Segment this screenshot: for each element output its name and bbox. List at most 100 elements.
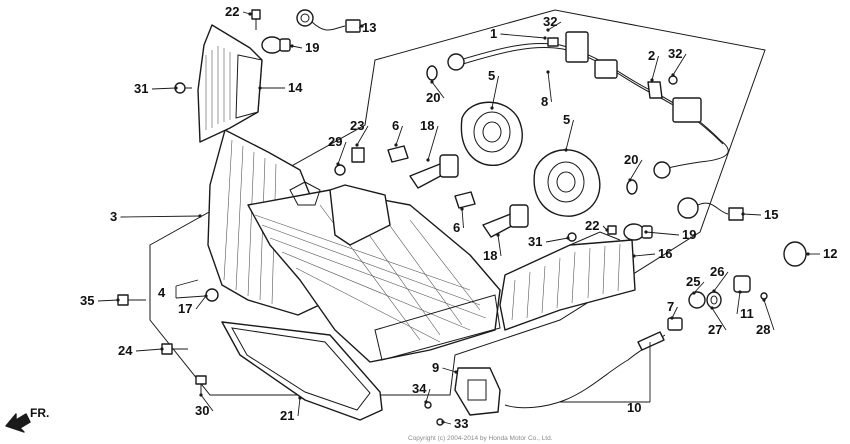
callout-25: 25 <box>686 274 705 295</box>
callout-4-bracket <box>175 295 206 299</box>
spring-6-upper <box>387 145 409 163</box>
spring-6-lower <box>454 191 476 209</box>
leader-dot <box>566 236 570 240</box>
callout-number: 6 <box>453 220 460 235</box>
grommet-23 <box>351 147 365 163</box>
wire-harness-8 <box>447 31 729 179</box>
bulb-20-top <box>426 65 438 81</box>
callout-number: 5 <box>563 112 570 127</box>
clip-17 <box>205 288 219 302</box>
leader-line <box>713 271 729 292</box>
leader-dot <box>632 254 636 258</box>
callout-23: 23 <box>350 118 369 147</box>
leader-dot <box>360 24 364 28</box>
callout-number: 26 <box>710 264 724 279</box>
callout-number: 22 <box>225 4 239 19</box>
callout-19b: 19 <box>644 227 696 242</box>
leader-dot <box>454 370 458 374</box>
garnish-21 <box>221 321 383 421</box>
callout-number: 11 <box>740 306 754 321</box>
leader-line <box>671 306 678 319</box>
headlight-lens-assembly <box>207 129 501 363</box>
callout-number: 5 <box>488 68 495 83</box>
leader-line <box>337 141 347 165</box>
leader-line <box>97 299 119 302</box>
callout-number: 35 <box>80 293 94 308</box>
leader-dot <box>692 291 696 295</box>
leader-dot <box>710 306 714 310</box>
leader-dot <box>546 70 550 74</box>
callout-20b: 20 <box>624 152 643 182</box>
headlight-bulb-18-upper <box>409 154 459 189</box>
dust-cover-5-left <box>460 101 523 166</box>
leader-dot <box>298 396 302 400</box>
callout-number: 24 <box>118 343 133 358</box>
bulb-20-right <box>626 179 638 195</box>
leader-line <box>461 208 464 229</box>
callout-7: 7 <box>667 299 678 320</box>
callout-28: 28 <box>756 298 775 337</box>
callout-26: 26 <box>710 264 729 293</box>
position-lamp-left <box>197 24 263 143</box>
callout-number: 9 <box>432 360 439 375</box>
dust-cover-5-right <box>533 149 601 217</box>
leader-line <box>645 231 680 236</box>
leader-dot <box>650 78 654 82</box>
leader-dot <box>174 86 178 90</box>
screw-32-right <box>668 75 678 85</box>
leader-dot <box>712 289 716 293</box>
leader-line <box>395 125 403 146</box>
callout-33: 33 <box>441 416 468 431</box>
leader-dot <box>198 214 202 218</box>
callout-6b: 6 <box>453 207 464 235</box>
callout-10: 10 <box>627 400 641 415</box>
callout-number: 34 <box>412 381 427 396</box>
leader-line <box>135 348 163 352</box>
callout-number: 6 <box>392 118 399 133</box>
callout-29: 29 <box>328 134 347 166</box>
callout-4-bracket <box>175 279 199 287</box>
leader-dot <box>670 316 674 320</box>
leader-dot <box>496 233 500 237</box>
callout-2: 2 <box>648 48 659 82</box>
callout-number: 31 <box>134 81 148 96</box>
callout-18a: 18 <box>420 118 439 162</box>
leader-dot <box>546 28 550 32</box>
callout-13: 13 <box>358 20 376 35</box>
leader-dot <box>204 294 208 298</box>
callout-number: 23 <box>350 118 364 133</box>
callout-number: 8 <box>541 94 548 109</box>
callout-30: 30 <box>195 393 214 418</box>
bolt-35 <box>117 294 146 306</box>
callout-16: 16 <box>632 246 672 261</box>
callout-number: 27 <box>708 322 722 337</box>
callout-number: 16 <box>658 246 672 261</box>
leader-dot <box>336 162 340 166</box>
cap-12 <box>783 241 807 267</box>
callout-9: 9 <box>432 360 458 375</box>
clip-2 <box>647 81 663 99</box>
callout-4: 4 <box>158 285 166 300</box>
callout-number: 13 <box>362 20 376 35</box>
callout-number: 20 <box>624 152 638 167</box>
leader-dot <box>116 298 120 302</box>
leader-dot <box>460 207 464 211</box>
screw-30 <box>195 375 207 394</box>
headlight-bulb-18-lower <box>482 204 529 238</box>
leader-line <box>547 71 552 103</box>
leader-line <box>195 295 207 310</box>
leader-line <box>629 159 643 181</box>
leader-dot <box>430 80 434 84</box>
leader-dot <box>258 86 262 90</box>
leader-dot <box>441 420 445 424</box>
callout-number: 21 <box>280 408 294 423</box>
leader-dot <box>290 44 294 48</box>
leader-line <box>672 53 687 76</box>
callout-number: 4 <box>158 285 166 300</box>
leader-dot <box>355 143 359 147</box>
callout-15: 15 <box>741 207 778 222</box>
callout-27: 27 <box>708 306 727 337</box>
adjuster-cable-10 <box>504 331 666 409</box>
